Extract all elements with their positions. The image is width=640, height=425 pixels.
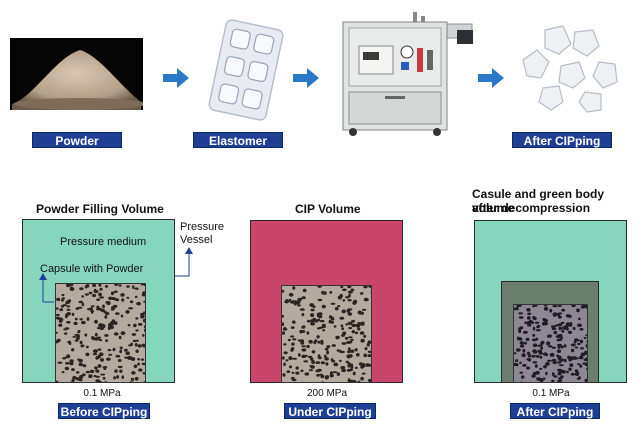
elastomer-mold-image xyxy=(208,19,284,121)
diagram1-state-badge: Before CIPping xyxy=(58,403,150,419)
diagram3-pressure: 0.1 MPa xyxy=(532,388,570,399)
pressure-vessel-label-line2: Vessel xyxy=(180,234,213,246)
arrow-up-icon xyxy=(185,247,193,254)
diagram3-state-badge: After CIPping xyxy=(510,403,600,419)
step-label-elastomer-mold: Elastomer Mold xyxy=(193,132,283,164)
cipped-parts-photo xyxy=(515,22,625,114)
pointer-lines xyxy=(39,247,193,303)
diagram2-pressure: 200 MPa xyxy=(306,388,348,399)
diagram3-title-line2: after decompression xyxy=(472,201,591,215)
powder-pile-image xyxy=(12,50,143,110)
pressure-medium-label: Pressure medium xyxy=(60,236,147,248)
powder-texture xyxy=(56,284,145,382)
capsule-powder-under xyxy=(281,285,372,383)
arrow-right-icon xyxy=(163,68,189,88)
diagram2-state-badge: Under CIPping xyxy=(284,403,376,419)
arrow-right-icon xyxy=(293,68,319,88)
arrow-right-icon xyxy=(478,68,504,88)
diagram3-title-line1: Casule and green body volume xyxy=(472,187,605,215)
cip-machine-photo xyxy=(335,8,475,138)
powder-texture xyxy=(514,305,587,382)
green-body-after xyxy=(513,304,588,383)
pressure-vessel-label-line1: Pressure xyxy=(180,221,225,233)
cip-machine-image xyxy=(342,12,473,136)
cipped-parts-image xyxy=(522,25,618,113)
powder-texture xyxy=(282,286,371,382)
powder-photo xyxy=(10,38,143,110)
capsule-powder-before xyxy=(55,283,146,383)
step-label-after-cipping: After CIPping xyxy=(512,132,612,148)
elastomer-mold-photo xyxy=(205,18,287,122)
capsule-label: Capsule with Powder xyxy=(40,263,144,275)
diagram2-title: CIP Volume xyxy=(295,202,361,216)
diagram1-title: Powder Filling Volume xyxy=(36,202,164,216)
step-label-powder: Powder xyxy=(32,132,122,148)
arrow-up-icon xyxy=(39,273,47,280)
diagram1-pressure: 0.1 MPa xyxy=(83,388,121,399)
